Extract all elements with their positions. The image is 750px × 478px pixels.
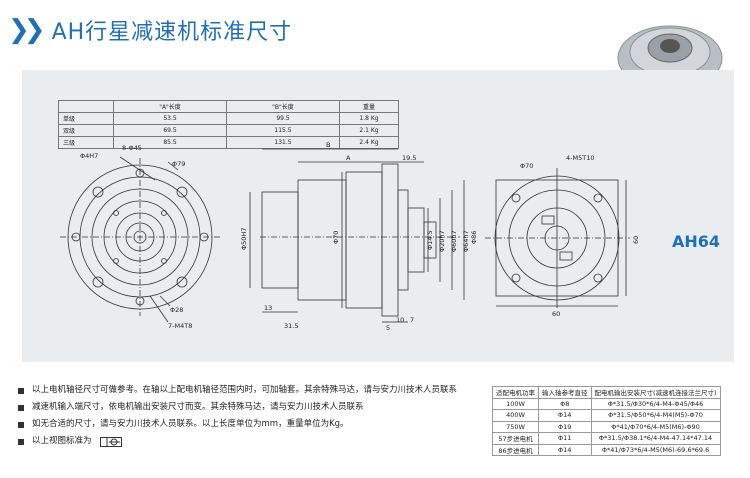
cell: 750W [492, 420, 539, 433]
model-label: AH64 [672, 232, 721, 251]
dim-label: 7-M4T8 [168, 322, 192, 330]
dim-label: Φ4H7 [80, 152, 98, 160]
cell: 131.5 [226, 136, 340, 149]
cell: 2.4 Kg [339, 136, 399, 149]
list-item: 减速机输入端尺寸，依电机输出安装尺寸而变。其余特殊马达，请与安力川技术人员联系 [18, 399, 457, 416]
note-text: 以上电机轴径尺寸可做参考。在轴以上配电机轴径范围内时，可加轴套。其余特殊马达，请… [32, 385, 458, 395]
spec-table: "A"长度 "B"长度 重量 单级 53.5 99.5 1.8 Kg 双级 69… [58, 100, 399, 149]
cell: Φ19 [538, 420, 592, 433]
dim-label: Φ70 [520, 162, 533, 170]
cell: Φ14 [538, 443, 592, 456]
motor-table: 适配电机功率 输入轴参考直径 配电机输出安装尺寸(减速机连接法兰尺寸) 100W… [492, 386, 721, 456]
table-row: 86步进电机 Φ14 Φ*41/Φ73*6/4-M5(M6)-69.6*69.6 [492, 443, 721, 456]
projection-view-icon [99, 436, 122, 447]
bullet-icon [18, 438, 24, 445]
note-text: 减速机输入端尺寸，依电机输出安装尺寸而变。其余特殊马达，请与安力川技术人员联系 [32, 402, 364, 412]
dim-label: 13 [264, 304, 272, 312]
table-row: 57步进电机 Φ11 Φ*31.5/Φ38.1*6/4-M4-47.14*47.… [492, 432, 721, 445]
cell: 86步进电机 [492, 443, 539, 456]
cell: 57步进电机 [492, 432, 539, 445]
dim-label: Φ79 [172, 160, 185, 168]
table-row: 双级 69.5 115.5 2.1 Kg [58, 124, 399, 137]
dim-label: Φ64h7 [462, 230, 470, 252]
dim-label: 60 [552, 310, 560, 318]
cell: 400W [492, 409, 539, 422]
cell: Φ*31.5/Φ50*6/4-M4(M5)-Φ70 [590, 409, 721, 422]
dim-label: Φ86 [470, 231, 478, 244]
dim-label: 5 [386, 324, 390, 332]
dim-label: 4-M5T10 [566, 154, 594, 162]
dim-label: Φ20h7 [438, 230, 446, 252]
table-row: 单级 53.5 99.5 1.8 Kg [58, 112, 399, 125]
bullet-icon [18, 387, 24, 394]
cell: Φ*31.5/Φ30*6/4-M4-Φ45/Φ46 [590, 397, 721, 410]
dim-label: A [346, 154, 351, 162]
table-row: 三级 85.5 131.5 2.4 Kg [58, 136, 399, 149]
dim-label: Φ50H7 [240, 228, 248, 250]
dim-label: Φ60h7 [450, 230, 458, 252]
cell: Φ14 [538, 409, 592, 422]
cell: Φ11 [538, 432, 592, 445]
double-chevron-icon: ❯❯ [8, 15, 45, 45]
note-text: 以上视图标准为 [32, 436, 92, 446]
notes-list: 以上电机轴径尺寸可做参考。在轴以上配电机轴径范围内时，可加轴套。其余特殊马达，请… [18, 382, 457, 450]
header-cell: 适配电机功率 [492, 386, 539, 399]
dim-label: 19.5 [402, 154, 416, 162]
cell: Φ*31.5/Φ38.1*6/4-M4-47.14*47.14 [590, 432, 721, 445]
cell: 100W [492, 397, 539, 410]
motor-table-header: 适配电机功率 输入轴参考直径 配电机输出安装尺寸(减速机连接法兰尺寸) [492, 386, 721, 399]
cell: Φ*41/Φ70*6/4-M5(M6)-Φ90 [590, 420, 721, 433]
cell: Φ8 [538, 397, 592, 410]
dim-label: Φ14.5 [426, 230, 434, 250]
header-cell: 输入轴参考直径 [538, 386, 592, 399]
header-cell: 重量 [339, 100, 399, 113]
bullet-icon [18, 404, 24, 411]
rear-view [485, 168, 630, 308]
cell: Φ*41/Φ73*6/4-M5(M6)-69.6*69.6 [590, 443, 721, 456]
front-view [60, 156, 220, 323]
dim-label: 60 [632, 236, 640, 244]
note-text: 如无合适的尺寸，请与安力川技术人员联系。以上长度单位为mm，重量单位为Kg。 [32, 419, 349, 429]
page-title: AH行星减速机标准尺寸 [51, 20, 293, 45]
list-item: 如无合适的尺寸，请与安力川技术人员联系。以上长度单位为mm，重量单位为Kg。 [18, 416, 457, 433]
list-item: 以上电机轴径尺寸可做参考。在轴以上配电机轴径范围内时，可加轴套。其余特殊马达，请… [18, 382, 457, 399]
dim-label: 31.5 [284, 322, 298, 330]
table-row: 100W Φ8 Φ*31.5/Φ30*6/4-M4-Φ45/Φ46 [492, 397, 721, 410]
side-view [249, 148, 465, 323]
spec-table-header: "A"长度 "B"长度 重量 [58, 100, 399, 113]
header-cell: 配电机输出安装尺寸(减速机连接法兰尺寸) [590, 386, 721, 399]
table-row: 750W Φ19 Φ*41/Φ70*6/4-M5(M6)-Φ90 [492, 420, 721, 433]
dim-label: 7 [410, 316, 414, 324]
dim-label: 8-Φ45 [122, 144, 142, 152]
table-row: 400W Φ14 Φ*31.5/Φ50*6/4-M4(M5)-Φ70 [492, 409, 721, 422]
dim-label: B [326, 141, 330, 149]
dim-label: Φ28 [170, 306, 183, 314]
dim-label: 10 [396, 316, 404, 324]
header: ❯❯ AH行星减速机标准尺寸 [8, 12, 292, 48]
list-item: 以上视图标准为 [18, 433, 457, 450]
dim-label: Φ70 [332, 231, 340, 244]
bullet-icon [18, 421, 24, 428]
